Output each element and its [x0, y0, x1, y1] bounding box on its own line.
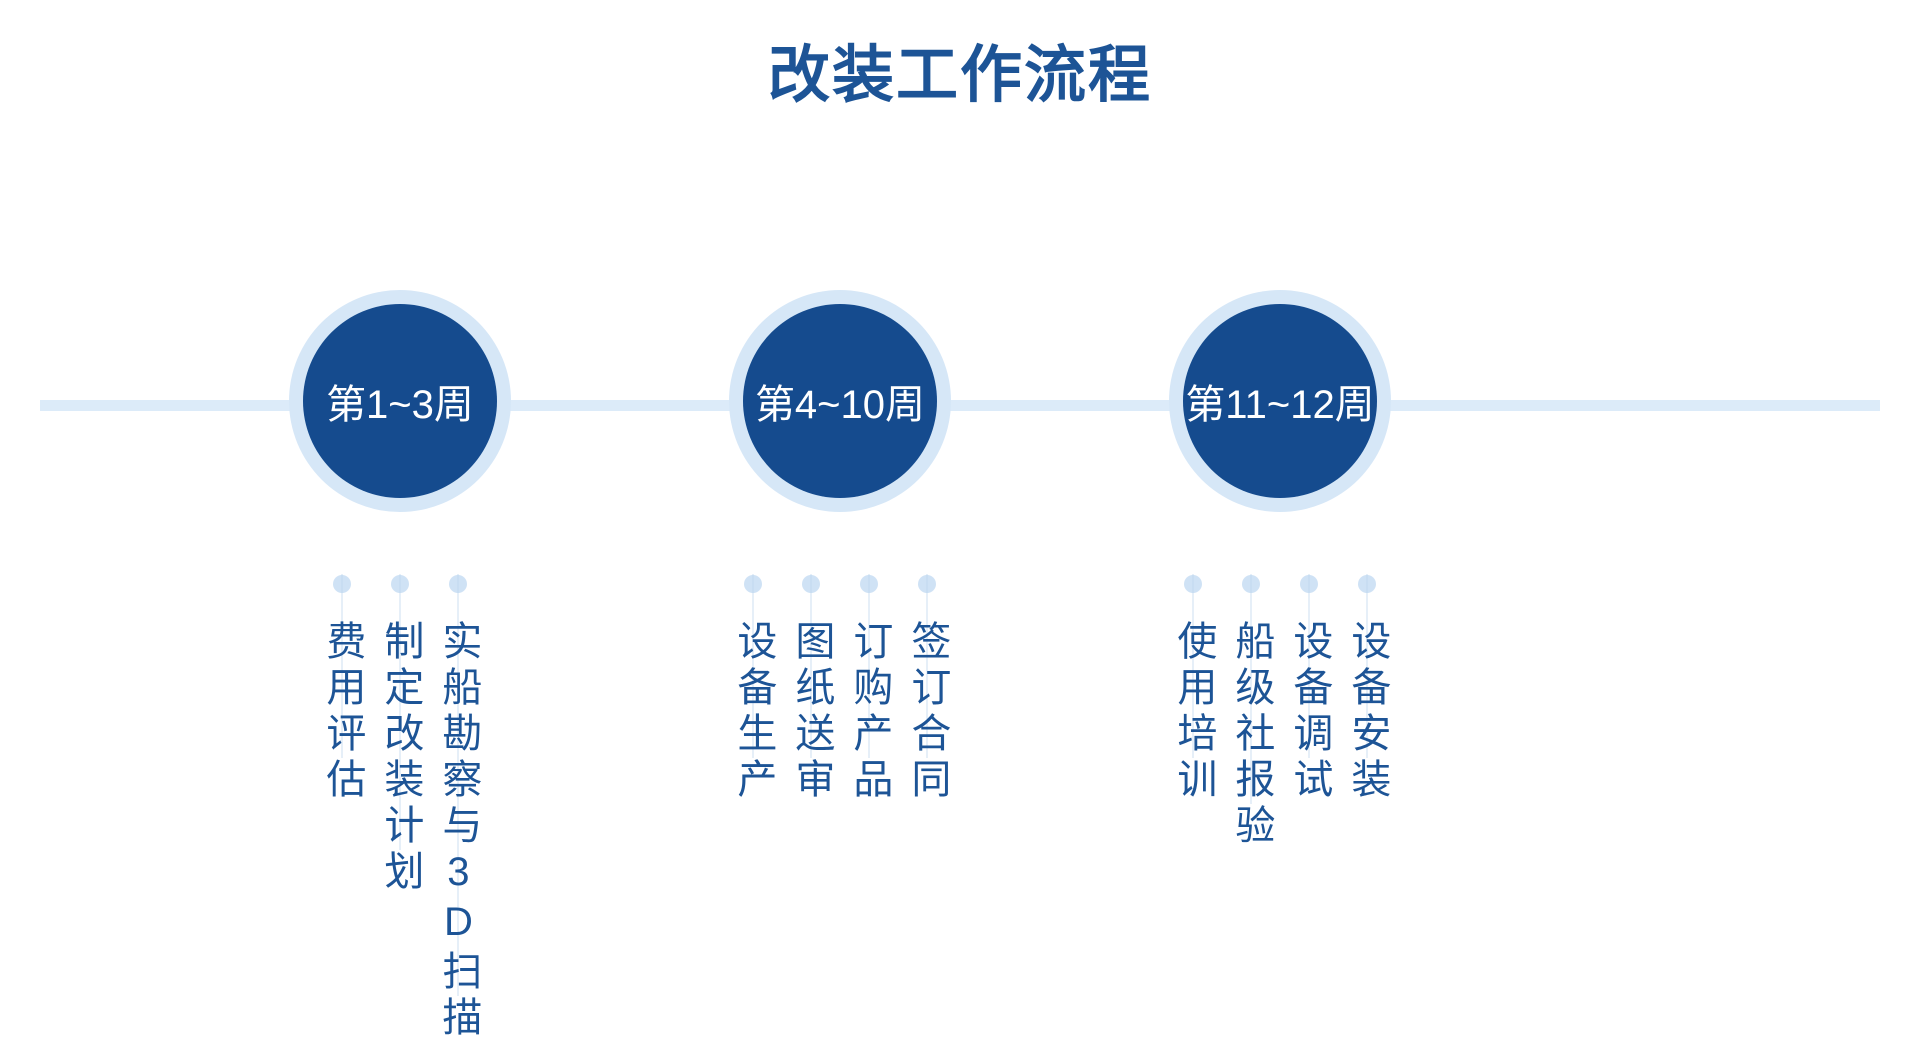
task-label: 费用评估 [320, 620, 365, 804]
task-label: 设备生产 [731, 620, 776, 804]
task-column[interactable]: 签订合同 [898, 574, 956, 804]
task-label: 订购产品 [847, 620, 892, 804]
task-column[interactable]: 设备生产 [724, 574, 782, 804]
connector-line [399, 574, 401, 850]
task-label: 签订合同 [905, 620, 950, 804]
connector-line [1308, 574, 1310, 758]
task-label: 制定改装计划 [378, 620, 423, 896]
stage-task-columns: 设备安装设备调试船级社报验使用培训 [1164, 574, 1396, 850]
task-column[interactable]: 设备安装 [1338, 574, 1396, 804]
timeline-bar [40, 400, 1880, 411]
connector-line [1192, 574, 1194, 758]
stage-period-label: 第11~12周 [1185, 383, 1375, 427]
task-label: 实船勘察与3D扫描 [436, 620, 481, 1042]
task-label: 图纸送审 [789, 620, 834, 804]
circle-core [303, 304, 497, 498]
stage-period-label: 第1~3周 [326, 383, 474, 427]
connector-line [868, 574, 870, 758]
connector-line [810, 574, 812, 758]
connector-line [341, 574, 343, 758]
stage-circle-1[interactable]: 第1~3周 [289, 290, 511, 512]
circle-core [743, 304, 937, 498]
stage-circle-2[interactable]: 第4~10周 [729, 290, 951, 512]
stage-dots-row [1164, 575, 1396, 593]
task-column[interactable]: 费用评估 [313, 574, 371, 804]
connector-line [926, 574, 928, 758]
task-label: 船级社报验 [1229, 620, 1274, 850]
stage-dots-row [724, 575, 956, 593]
task-label: 使用培训 [1171, 620, 1216, 804]
task-label: 设备安装 [1345, 620, 1390, 804]
stage-task-columns: 签订合同订购产品图纸送审设备生产 [724, 574, 956, 804]
task-column[interactable]: 使用培训 [1164, 574, 1222, 804]
connector-line [1366, 574, 1368, 758]
task-label: 设备调试 [1287, 620, 1332, 804]
page-title: 改装工作流程 [767, 42, 1152, 110]
task-column[interactable]: 订购产品 [840, 574, 898, 804]
task-column[interactable]: 设备调试 [1280, 574, 1338, 804]
connector-line [752, 574, 754, 758]
circle-core [1183, 304, 1377, 498]
connector-line [1250, 574, 1252, 804]
task-column[interactable]: 制定改装计划 [371, 574, 429, 896]
task-column[interactable]: 图纸送审 [782, 574, 840, 804]
stage-circle-3[interactable]: 第11~12周 [1169, 290, 1391, 512]
task-column[interactable]: 船级社报验 [1222, 574, 1280, 850]
stage-period-label: 第4~10周 [754, 383, 926, 427]
stage-task-columns: 实船勘察与3D扫描制定改装计划费用评估 [313, 574, 487, 1042]
task-column[interactable]: 实船勘察与3D扫描 [429, 574, 487, 1042]
connector-line [457, 574, 459, 996]
